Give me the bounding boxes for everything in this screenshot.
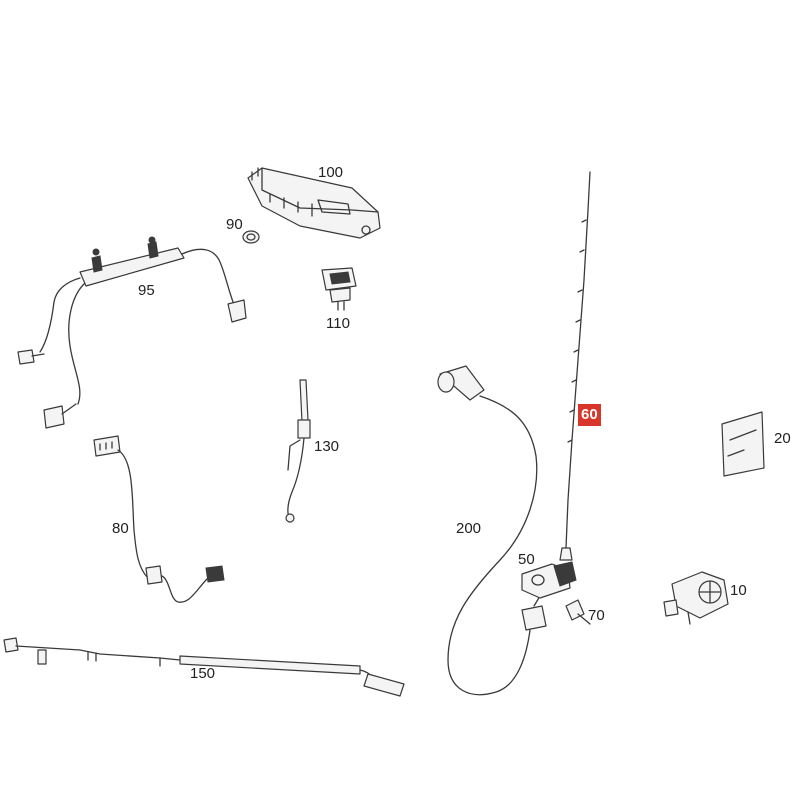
callout-90[interactable]: 90 (226, 216, 243, 233)
part-80-cable[interactable] (93, 435, 225, 603)
part-150-wiring-harness[interactable] (3, 637, 405, 697)
callout-60[interactable]: 60 (578, 404, 601, 426)
part-20-film[interactable] (721, 411, 765, 477)
callout-110[interactable]: 110 (326, 315, 350, 332)
part-10-antenna-amplifier[interactable] (663, 571, 729, 625)
callout-95[interactable]: 95 (138, 282, 155, 299)
callout-100[interactable]: 100 (318, 164, 344, 181)
callout-10[interactable]: 10 (730, 582, 747, 599)
part-100-control-module[interactable] (247, 167, 381, 239)
callout-50[interactable]: 50 (518, 551, 535, 568)
part-110-connector[interactable] (321, 267, 357, 311)
callout-80[interactable]: 80 (112, 520, 129, 537)
part-95-amplifier-cable[interactable] (17, 236, 247, 429)
callout-20[interactable]: 20 (774, 430, 791, 447)
callout-70[interactable]: 70 (588, 607, 605, 624)
callout-130[interactable]: 130 (314, 438, 340, 455)
part-130-cable[interactable] (285, 379, 311, 523)
callout-150[interactable]: 150 (190, 665, 216, 682)
part-90-clip[interactable] (242, 230, 260, 244)
callout-200[interactable]: 200 (456, 520, 482, 537)
part-50-antenna-base[interactable] (521, 561, 577, 599)
part-70-screw[interactable] (565, 599, 591, 625)
part-200-antenna-cable[interactable] (437, 365, 547, 696)
part-60-antenna-rod[interactable] (559, 171, 591, 561)
